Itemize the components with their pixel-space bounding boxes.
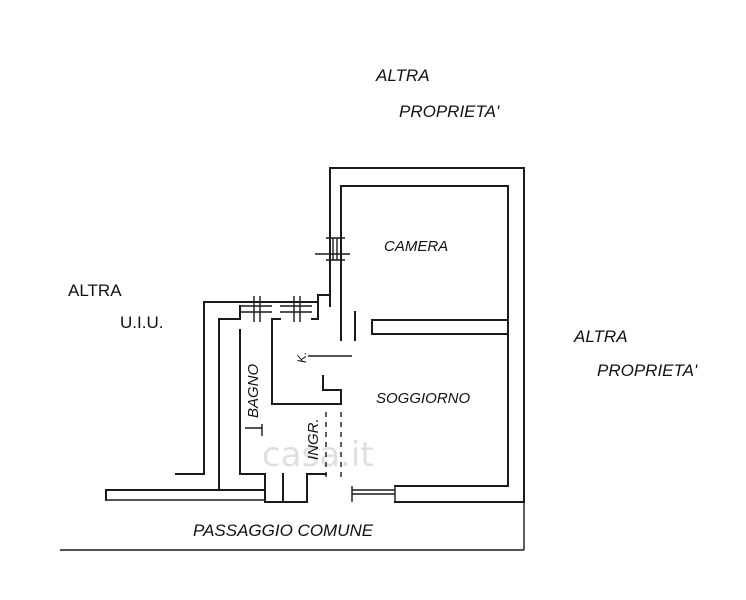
outer-walls: [315, 167, 525, 503]
label-altra-uiu-2: U.I.U.: [120, 313, 163, 332]
boundary-lines: [60, 499, 525, 551]
label-altra-proprieta-right-2: PROPRIETA': [597, 361, 698, 380]
room-label-ingresso: INGR.: [305, 418, 322, 460]
left-block-walls: [105, 296, 352, 503]
label-altra-proprieta-top-2: PROPRIETA': [399, 102, 500, 121]
room-label-kitchen: K.: [295, 352, 309, 363]
room-label-soggiorno: SOGGIORNO: [376, 390, 471, 407]
label-passaggio-comune: PASSAGGIO COMUNE: [193, 521, 374, 540]
room-label-camera: CAMERA: [384, 238, 448, 255]
watermark: casa.it: [262, 435, 374, 475]
label-altra-proprieta-right-1: ALTRA: [573, 327, 628, 346]
room-label-bagno: BAGNO: [245, 363, 262, 418]
partition-camera-soggiorno: [340, 305, 509, 341]
label-altra-uiu-1: ALTRA: [68, 281, 122, 300]
label-altra-proprieta-top-1: ALTRA: [375, 66, 430, 85]
